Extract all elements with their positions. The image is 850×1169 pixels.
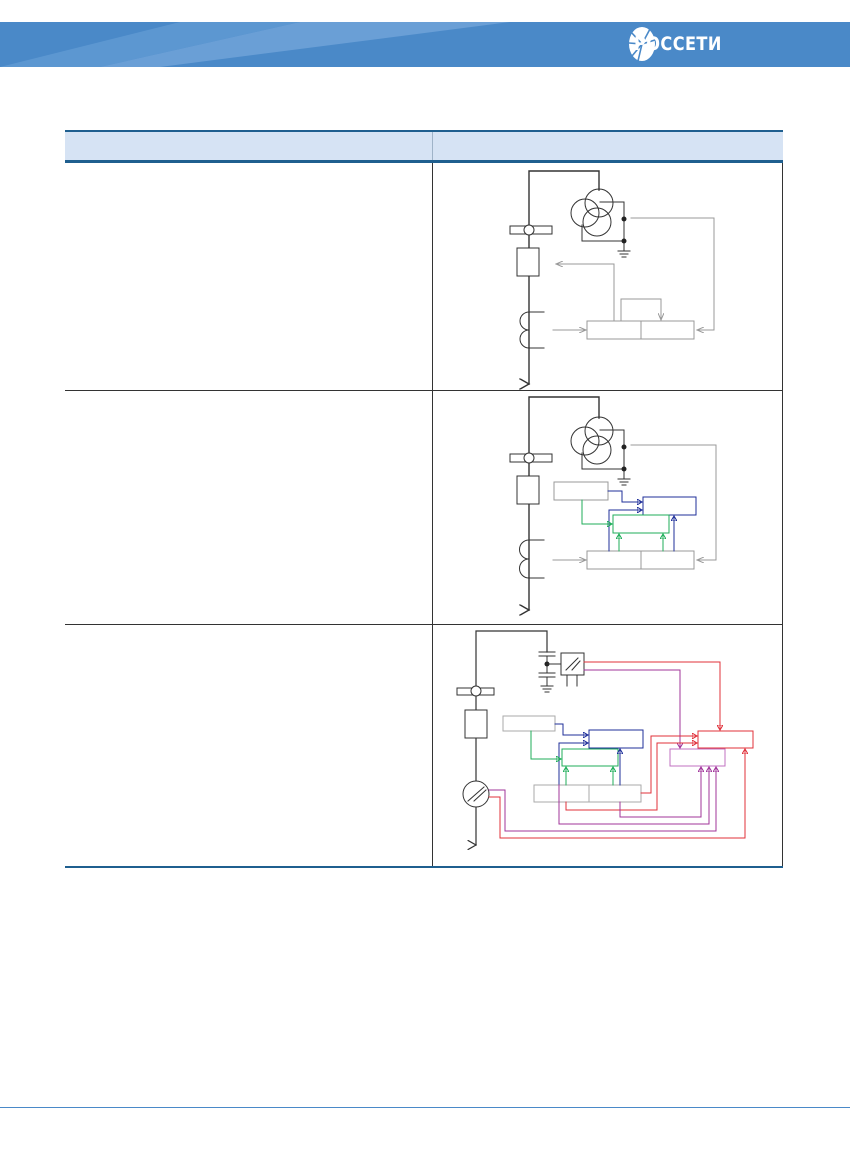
logo-text: РОССЕТИ	[634, 33, 722, 55]
row-description	[65, 390, 433, 625]
schemes-table	[65, 130, 783, 868]
column-header-description	[65, 130, 433, 163]
rosseti-logo: РОССЕТИ	[628, 26, 737, 62]
row-diagram-cell	[432, 161, 783, 391]
column-header-scheme	[432, 130, 783, 163]
row-description	[65, 624, 433, 868]
table-row	[65, 624, 783, 868]
footer-rule	[0, 1107, 850, 1108]
row-diagram-cell	[432, 390, 783, 625]
row-diagram-cell	[432, 624, 783, 868]
table-row	[65, 390, 783, 625]
header-decoration	[0, 22, 510, 67]
header-band: РОССЕТИ	[0, 22, 850, 67]
row-description	[65, 161, 433, 391]
table-row	[65, 161, 783, 391]
logo-emblem-icon	[628, 27, 656, 62]
